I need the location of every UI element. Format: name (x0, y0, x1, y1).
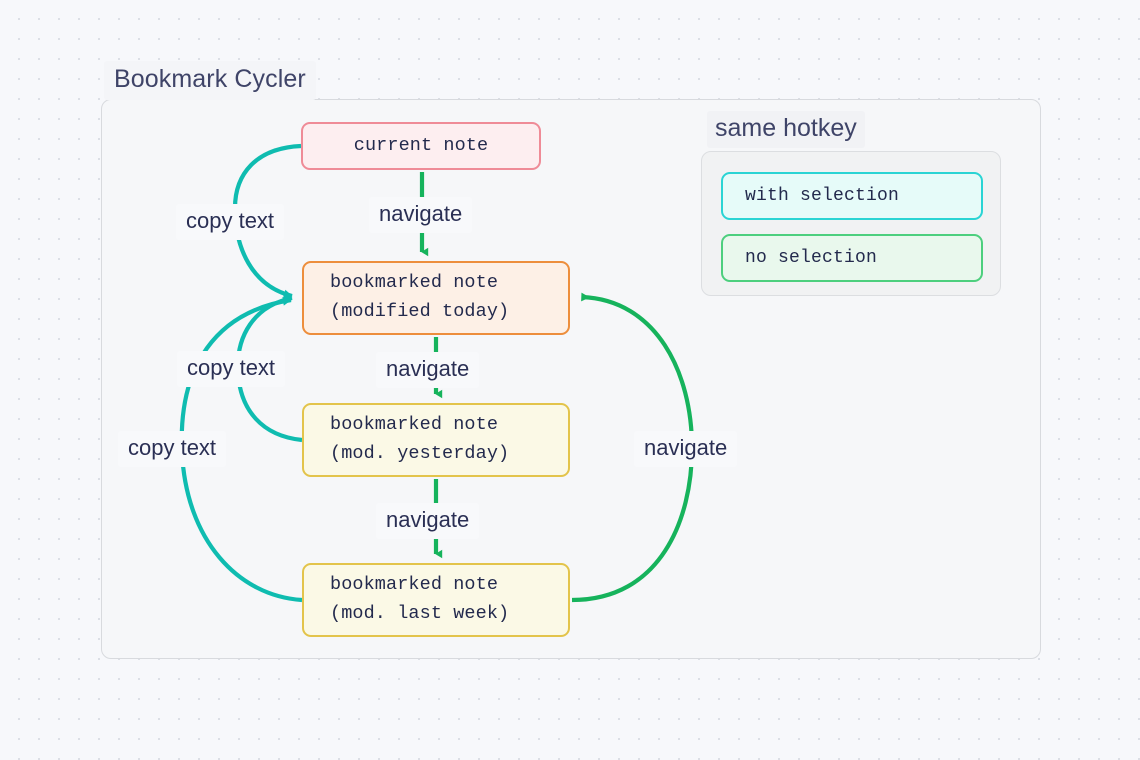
edge-label-navigate-today-to-yesterday: navigate (376, 352, 480, 388)
node-bookmarked-today-line1: bookmarked note (330, 272, 499, 294)
edge-label-navigate-current-to-today: navigate (369, 197, 473, 233)
legend-item-with-selection-label: with selection (745, 186, 900, 206)
edge-label-copy-yesterday-to-today: copy text (177, 351, 286, 387)
diagram-title: Bookmark Cycler (104, 61, 316, 100)
legend-item-with-selection[interactable]: with selection (721, 172, 983, 220)
legend-item-no-selection-label: no selection (745, 248, 878, 268)
legend-frame: with selection no selection (701, 151, 1001, 296)
node-bookmarked-mod-last-week[interactable]: bookmarked note (mod. last week) (302, 563, 570, 637)
node-current-note[interactable]: current note (301, 122, 541, 170)
legend-item-no-selection[interactable]: no selection (721, 234, 983, 282)
node-bookmarked-modified-today[interactable]: bookmarked note (modified today) (302, 261, 570, 335)
node-current-note-label: current note (353, 134, 489, 156)
edge-label-copy-current-to-today: copy text (176, 204, 285, 240)
node-bookmarked-yesterday-line1: bookmarked note (330, 414, 499, 436)
edge-label-navigate-lastweek-to-today: navigate (634, 431, 738, 467)
node-bookmarked-lastweek-line1: bookmarked note (330, 574, 499, 596)
edge-label-copy-lastweek-to-today: copy text (118, 431, 227, 467)
node-bookmarked-lastweek-line2: (mod. last week) (330, 603, 510, 624)
node-bookmarked-today-line2: (modified today) (330, 301, 510, 322)
edge-label-navigate-yesterday-to-lastweek: navigate (376, 503, 480, 539)
node-bookmarked-mod-yesterday[interactable]: bookmarked note (mod. yesterday) (302, 403, 570, 477)
legend-title: same hotkey (707, 111, 865, 148)
node-bookmarked-yesterday-line2: (mod. yesterday) (330, 443, 510, 464)
